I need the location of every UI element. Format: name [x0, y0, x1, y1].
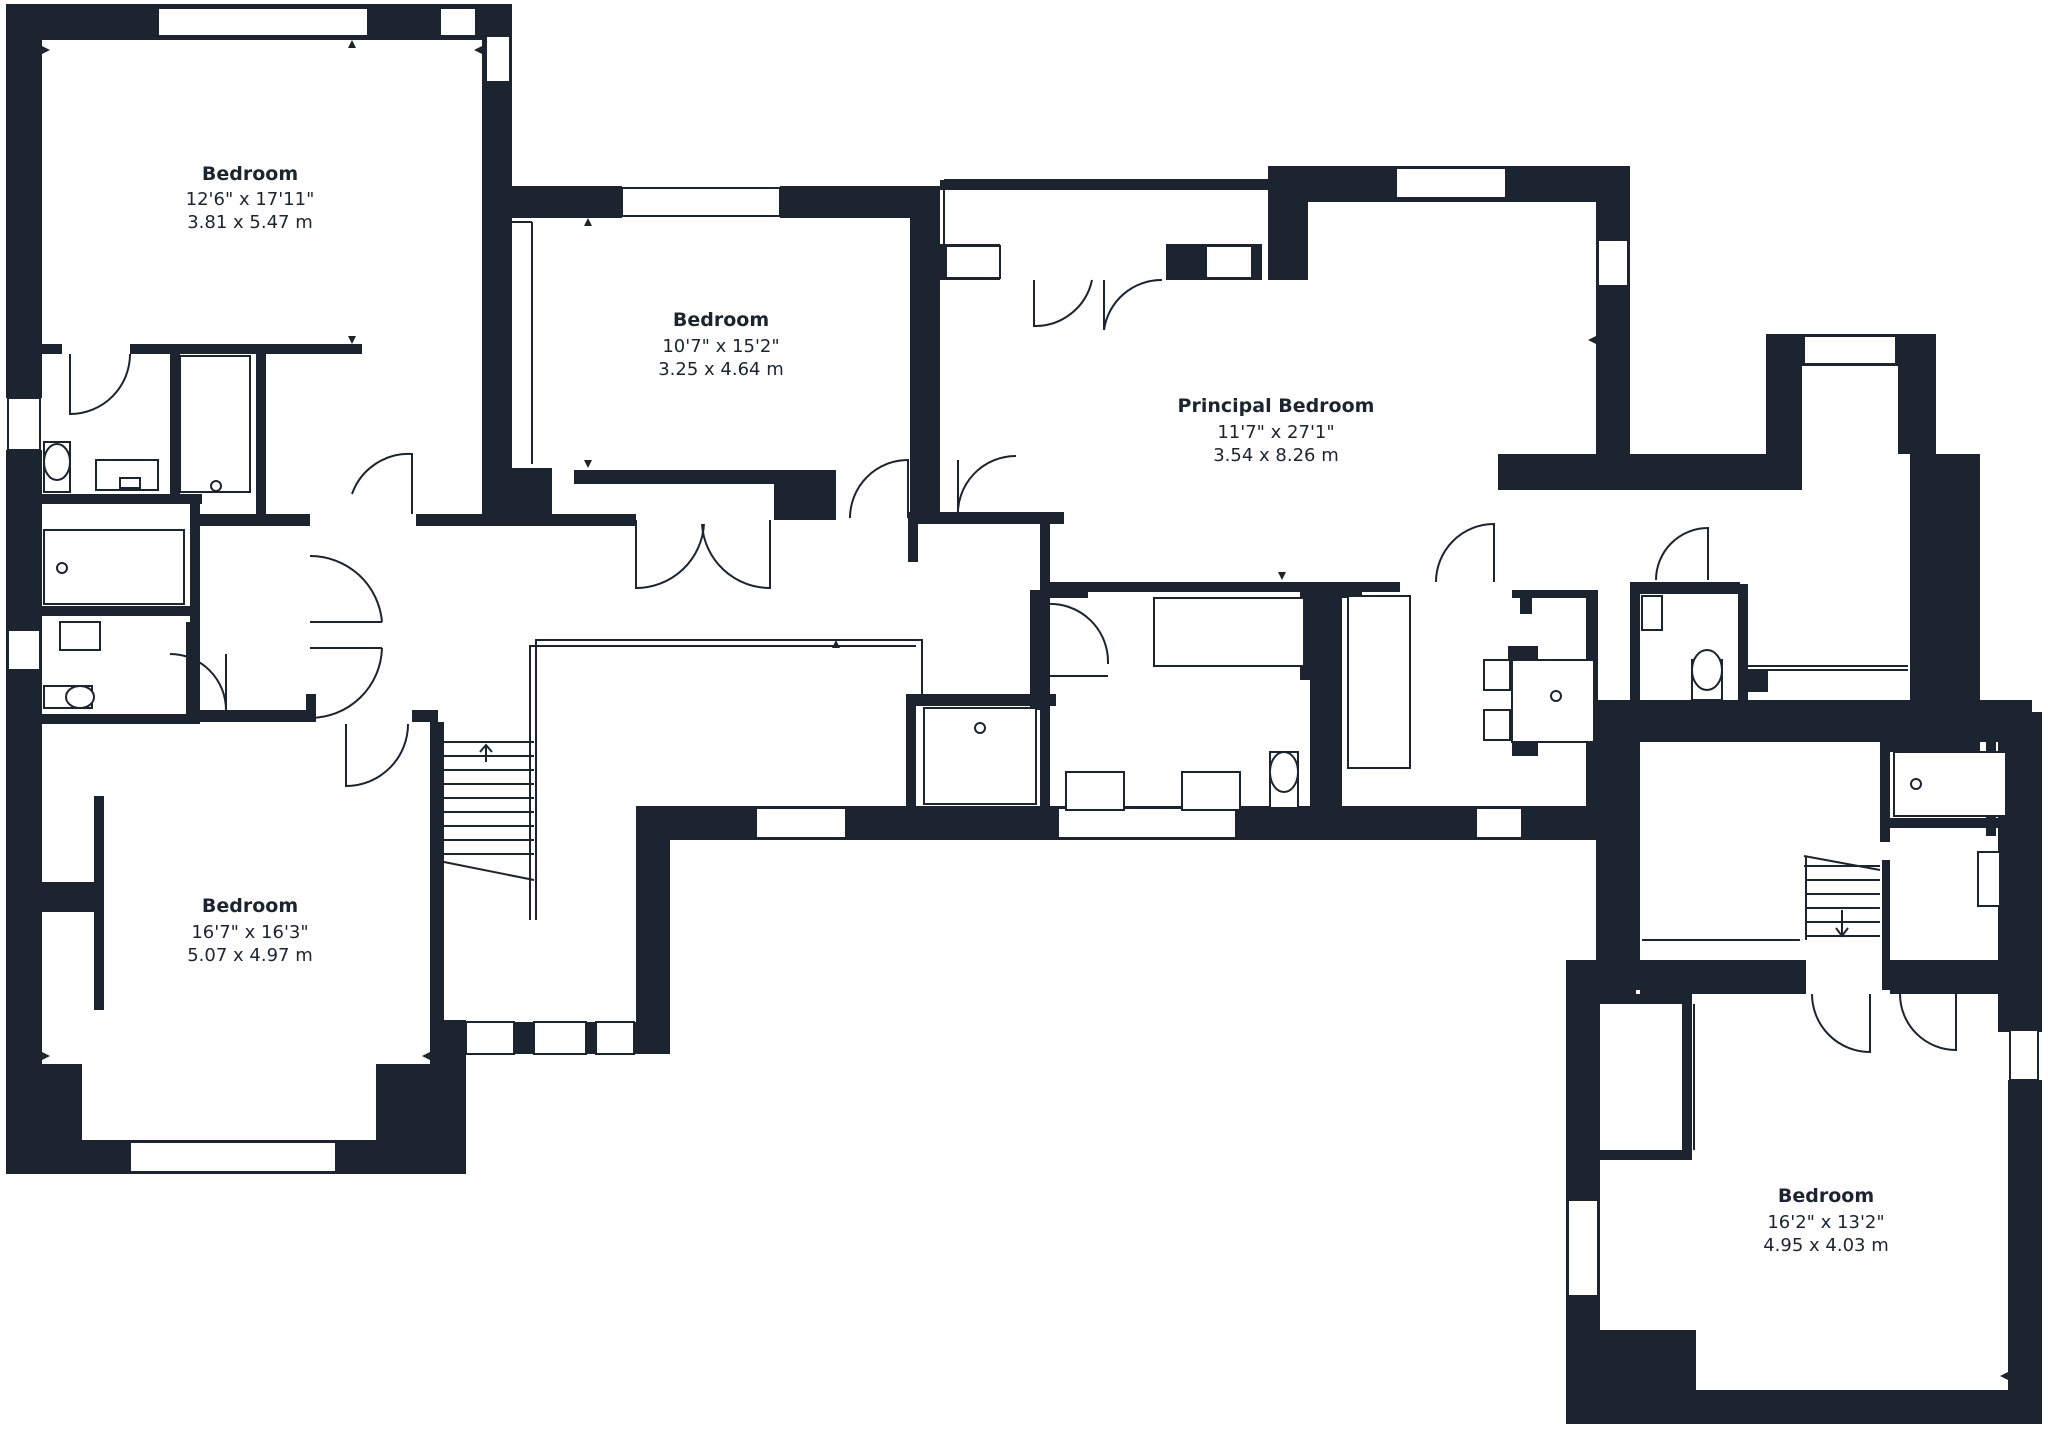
room-label-bedroom-2: Bedroom 10'7" x 15'2" 3.25 x 4.64 m	[658, 309, 784, 380]
stairs-secondary	[1642, 855, 1881, 941]
fixtures	[43, 355, 2007, 907]
room-dimensions-metric: 4.95 x 4.03 m	[1763, 1235, 1889, 1256]
room-label-bedroom-4: Bedroom 16'2" x 13'2" 4.95 x 4.03 m	[1763, 1185, 1889, 1256]
room-dimensions-imperial: 16'2" x 13'2"	[1767, 1212, 1884, 1233]
windows	[7, 7, 2039, 1297]
room-label-bedroom-3: Bedroom 16'7" x 16'3" 5.07 x 4.97 m	[187, 895, 313, 966]
room-dimensions-imperial: 11'7" x 27'1"	[1217, 422, 1334, 443]
dimension-markers	[42, 40, 2008, 1380]
room-name: Bedroom	[202, 895, 298, 917]
room-name: Bedroom	[673, 309, 769, 331]
room-dimensions-metric: 3.81 x 5.47 m	[187, 212, 313, 233]
room-dimensions-imperial: 10'7" x 15'2"	[662, 336, 779, 357]
room-dimensions-metric: 3.25 x 4.64 m	[658, 359, 784, 380]
room-label-principal-bedroom: Principal Bedroom 11'7" x 27'1" 3.54 x 8…	[1178, 395, 1375, 466]
room-name: Principal Bedroom	[1178, 395, 1375, 417]
room-dimensions-imperial: 12'6" x 17'11"	[186, 189, 315, 210]
room-name: Bedroom	[202, 163, 298, 185]
room-dimensions-metric: 5.07 x 4.97 m	[187, 945, 313, 966]
room-name: Bedroom	[1778, 1185, 1874, 1207]
room-dimensions-metric: 3.54 x 8.26 m	[1213, 445, 1339, 466]
walls	[6, 4, 2042, 1424]
doors	[69, 278, 1957, 1054]
interior-lines	[443, 179, 1931, 1150]
room-label-bedroom-1: Bedroom 12'6" x 17'11" 3.81 x 5.47 m	[186, 163, 315, 233]
room-dimensions-imperial: 16'7" x 16'3"	[191, 922, 308, 943]
stairs-main	[443, 741, 535, 881]
